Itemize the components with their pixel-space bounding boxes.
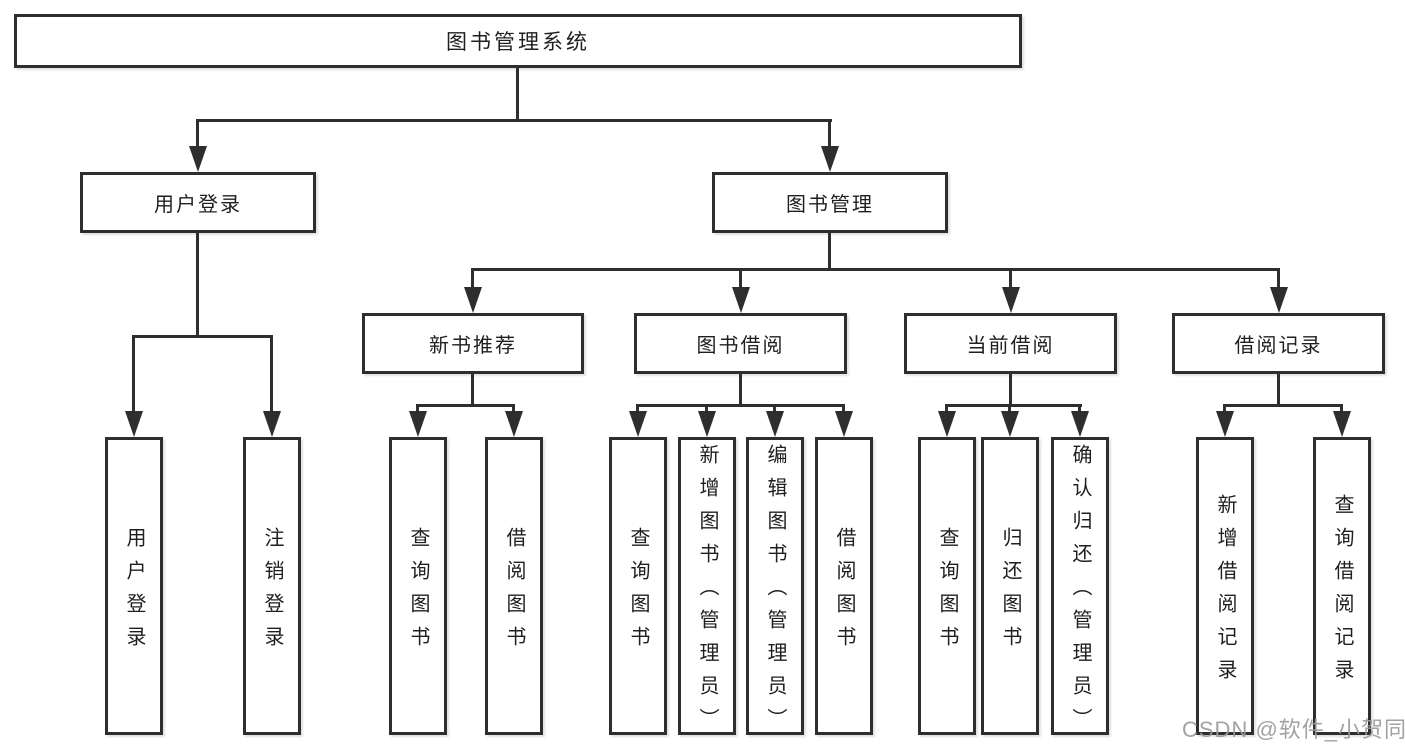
node-label: 用户登录 [154,194,242,216]
arrow-down-icon [125,411,143,437]
node-label: 归还图书 [999,526,1021,659]
node-label: 新增图书（管理员） [696,444,718,741]
connector-line [773,404,776,414]
connector-line [828,119,831,150]
node-current-borrow: 当前借阅 [904,313,1117,374]
node-label: 用户登录 [123,526,145,659]
arrow-down-icon [629,411,647,437]
connector-line [471,268,1280,271]
node-leaf-query-books-3: 查询图书 [918,437,976,735]
connector-line [1078,404,1081,414]
node-label: 借阅记录 [1234,335,1323,357]
node-label: 新书推荐 [429,335,517,357]
node-leaf-add-borrow-record: 新增借阅记录 [1196,437,1254,735]
node-leaf-borrow-books-2: 借阅图书 [815,437,873,735]
node-root: 图书管理系统 [14,14,1022,68]
arrow-down-icon [698,411,716,437]
node-user-login: 用户登录 [80,172,316,233]
arrow-down-icon [835,411,853,437]
arrow-down-icon [1002,287,1020,313]
connector-line [416,404,419,414]
connector-line [842,404,845,414]
arrow-down-icon [505,411,523,437]
arrow-down-icon [1001,411,1019,437]
arrow-down-icon [263,411,281,437]
connector-line [945,404,948,414]
node-label: 查询借阅记录 [1331,493,1353,692]
connector-line [1009,268,1012,288]
node-label: 借阅图书 [833,526,855,659]
connector-line [270,335,273,412]
node-label: 新增借阅记录 [1214,493,1236,692]
connector-line [416,404,515,407]
arrow-down-icon [938,411,956,437]
connector-line [196,119,832,122]
connector-line [1223,404,1226,414]
node-leaf-query-books-2: 查询图书 [609,437,667,735]
connector-line [132,335,273,338]
connector-line [636,404,639,414]
arrow-down-icon [821,146,839,172]
arrow-down-icon [189,146,207,172]
node-leaf-confirm-return-admin: 确认归还（管理员） [1051,437,1109,741]
node-label: 图书借阅 [696,335,785,357]
node-book-borrow: 图书借阅 [634,313,847,374]
node-leaf-logout: 注销登录 [243,437,301,735]
connector-line [516,68,519,121]
arrow-down-icon [1333,411,1351,437]
node-label: 确认归还（管理员） [1069,444,1091,741]
connector-line [636,404,845,407]
connector-line [512,404,515,414]
arrow-down-icon [409,411,427,437]
connector-line [196,233,199,337]
node-borrow-records: 借阅记录 [1172,313,1385,374]
connector-line [471,268,474,288]
connector-line [1277,373,1280,406]
connector-line [196,119,199,150]
node-root-label: 图书管理系统 [446,31,590,54]
node-leaf-return-book: 归还图书 [981,437,1039,735]
node-leaf-borrow-books-1: 借阅图书 [485,437,543,735]
connector-line [1340,404,1343,414]
node-label: 当前借阅 [966,335,1055,357]
connector-line [1008,404,1011,414]
connector-line [1009,373,1012,406]
node-label: 图书管理 [786,194,874,216]
node-label: 注销登录 [261,526,283,659]
connector-line [945,404,1082,407]
connector-line [828,233,831,270]
node-new-book-recommend: 新书推荐 [362,313,584,374]
arrow-down-icon [766,411,784,437]
connector-line [132,335,135,412]
arrow-down-icon [1216,411,1234,437]
connector-line [471,373,474,406]
node-label: 查询图书 [936,526,958,659]
connector-line [1223,404,1343,407]
connector-line [739,268,742,288]
arrow-down-icon [1071,411,1089,437]
arrow-down-icon [732,287,750,313]
node-leaf-add-book-admin: 新增图书（管理员） [678,437,736,741]
arrow-down-icon [1270,287,1288,313]
node-leaf-query-borrow-record: 查询借阅记录 [1313,437,1371,735]
watermark: CSDN @软件_小贺同学 [1182,717,1405,742]
node-leaf-edit-book-admin: 编辑图书（管理员） [746,437,804,741]
connector-line [739,373,742,406]
node-label: 查询图书 [407,526,429,659]
node-label: 借阅图书 [503,526,525,659]
node-leaf-user-login: 用户登录 [105,437,163,735]
connector-line [1277,268,1280,288]
connector-line [705,404,708,414]
arrow-down-icon [464,287,482,313]
node-book-management: 图书管理 [712,172,948,233]
node-leaf-query-books-1: 查询图书 [389,437,447,735]
node-label: 编辑图书（管理员） [764,444,786,741]
node-label: 查询图书 [627,526,649,659]
